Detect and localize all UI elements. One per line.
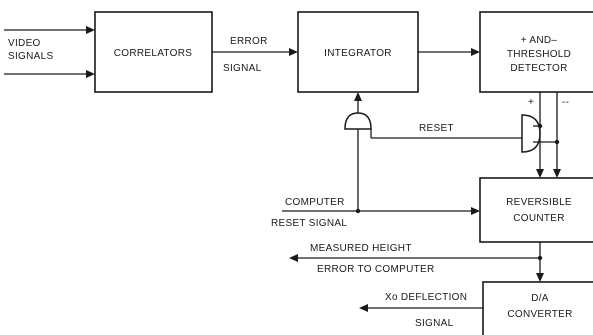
height-error-arrowhead — [289, 254, 298, 262]
minus-output-arrowhead — [553, 169, 561, 178]
or-gate-integrator — [344, 112, 372, 130]
computer-reset-label-line1: COMPUTER — [285, 197, 345, 208]
height-error-label-line1: MEASURED HEIGHT — [310, 243, 412, 254]
computer-reset-label-line2: RESET SIGNAL — [271, 218, 347, 229]
gate-to-integrator-arrow — [354, 92, 362, 113]
plus-output-arrowhead — [536, 169, 544, 178]
error-label-line1: ERROR — [230, 36, 268, 47]
plus-junction-dot — [537, 123, 543, 129]
da-label-line1: D/A — [531, 293, 549, 304]
xo-deflection-arrowhead — [359, 304, 368, 312]
minus-junction-dot — [554, 139, 560, 145]
video-signals-label-line1: VIDEO — [8, 38, 41, 49]
error-signal-arrow — [212, 48, 298, 56]
integrator-block — [297, 11, 419, 93]
counter-to-da-arrowhead — [536, 273, 544, 282]
or-gate-reset — [521, 114, 541, 153]
da-label-line2: CONVERTER — [507, 309, 572, 320]
xo-deflection-label-line1: Xo DEFLECTION — [385, 292, 467, 303]
computer-reset-junction-dot — [355, 208, 361, 214]
video-input-top-arrow — [4, 26, 95, 34]
da-converter-block — [482, 281, 593, 335]
threshold-label-line3: DETECTOR — [510, 63, 567, 74]
height-error-label-line2: ERROR TO COMPUTER — [317, 264, 435, 275]
reset-label: RESET — [419, 123, 454, 134]
correlators-block — [94, 11, 213, 93]
computer-reset-arrowhead — [471, 207, 480, 215]
threshold-label-line2: THRESHOLD — [507, 49, 571, 60]
correlators-label: CORRELATORS — [114, 48, 193, 59]
counter-label-line2: COUNTER — [513, 213, 565, 224]
counter-label-line1: REVERSIBLE — [506, 197, 572, 208]
video-signals-label-line2: SIGNALS — [8, 51, 53, 62]
video-input-bottom-arrow — [4, 70, 95, 78]
minus-label: -- — [562, 97, 569, 108]
reversible-counter-block — [479, 177, 593, 243]
integrator-to-detector-arrow — [418, 48, 480, 56]
threshold-detector-block — [479, 11, 593, 93]
xo-deflection-label-line2: SIGNAL — [415, 318, 454, 329]
integrator-label: INTEGRATOR — [324, 48, 392, 59]
plus-label: + — [528, 97, 534, 108]
threshold-label-line1: + AND– — [521, 35, 558, 46]
error-label-line2: SIGNAL — [223, 63, 262, 74]
